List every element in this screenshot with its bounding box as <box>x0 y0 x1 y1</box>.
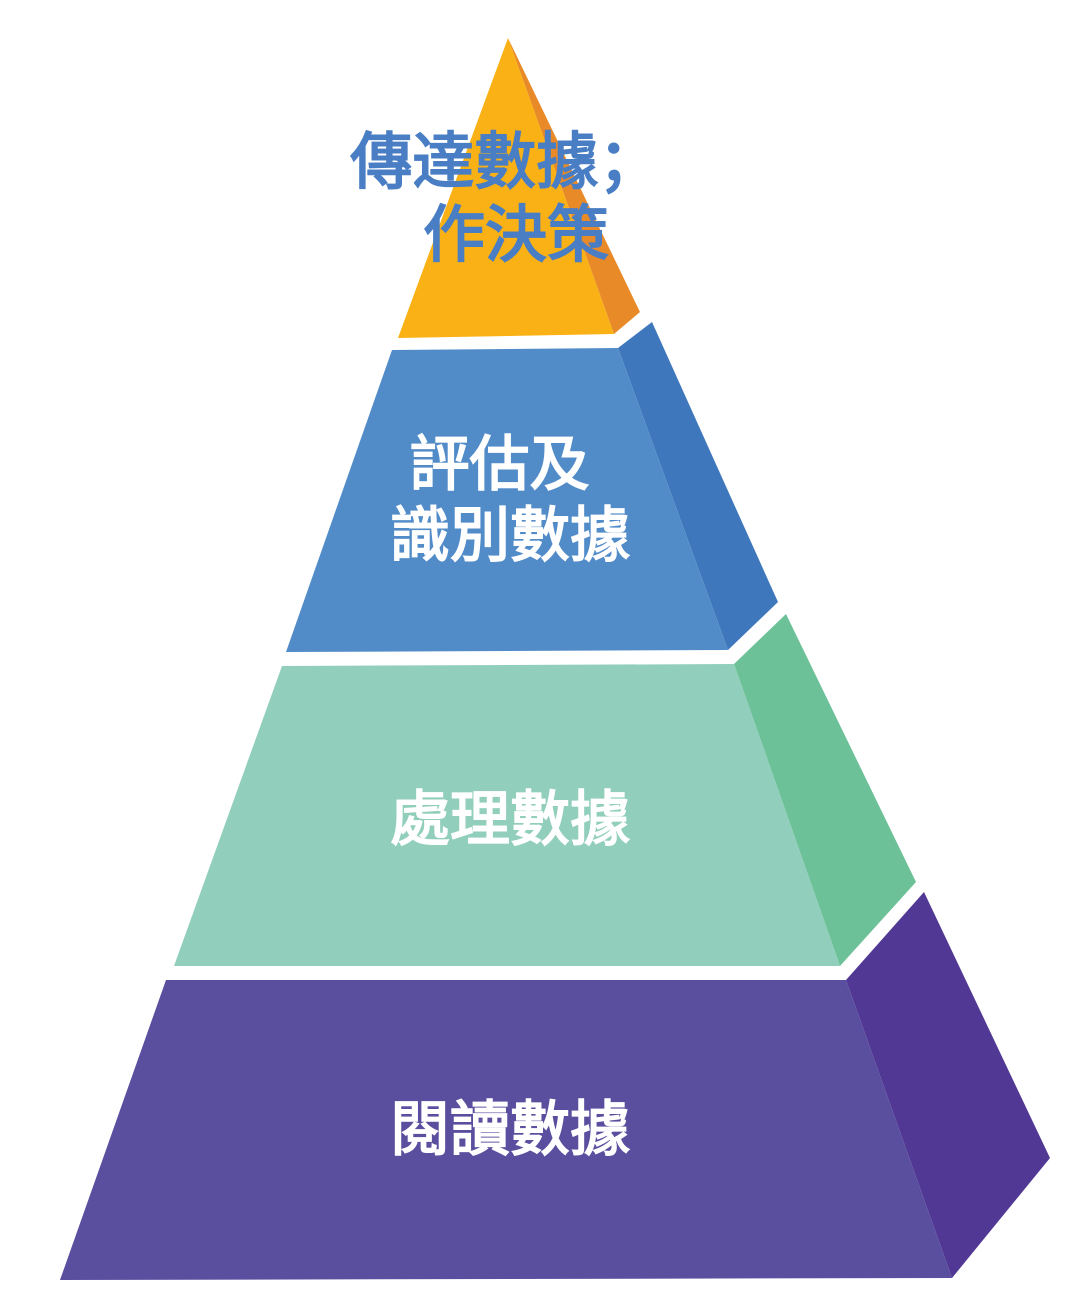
level-3-front-face <box>286 348 728 652</box>
level-4-label: 傳達數據； 作決策 <box>349 125 682 271</box>
level-2-side-face <box>734 614 916 966</box>
pyramid-level-4: 傳達數據； 作決策 <box>349 38 682 338</box>
level-4-front-face <box>398 38 614 338</box>
level-3-label-line-1: 評估及 <box>410 430 590 500</box>
level-4-label-line-2: 作決策 <box>423 198 609 271</box>
pyramid-level-2: 處理數據 <box>174 614 916 966</box>
pyramid-level-3: 評估及 識別數據 <box>286 322 778 652</box>
pyramid-level-1: 閱讀數據 <box>60 892 1050 1280</box>
level-2-label: 處理數據 <box>390 785 631 855</box>
level-3-side-face <box>618 322 778 650</box>
level-2-front-face <box>174 664 840 966</box>
level-3-label-line-2: 識別數據 <box>390 501 631 571</box>
level-1-label: 閱讀數據 <box>390 1095 631 1165</box>
level-4-side-face <box>508 38 640 334</box>
level-2-label-line-1: 處理數據 <box>390 785 631 855</box>
level-4-label-line-1: 傳達數據； <box>349 125 660 198</box>
level-1-front-face <box>60 980 952 1280</box>
level-1-side-face <box>846 892 1050 1278</box>
level-3-label: 評估及 識別數據 <box>390 430 631 571</box>
level-1-label-line-1: 閱讀數據 <box>390 1095 631 1165</box>
